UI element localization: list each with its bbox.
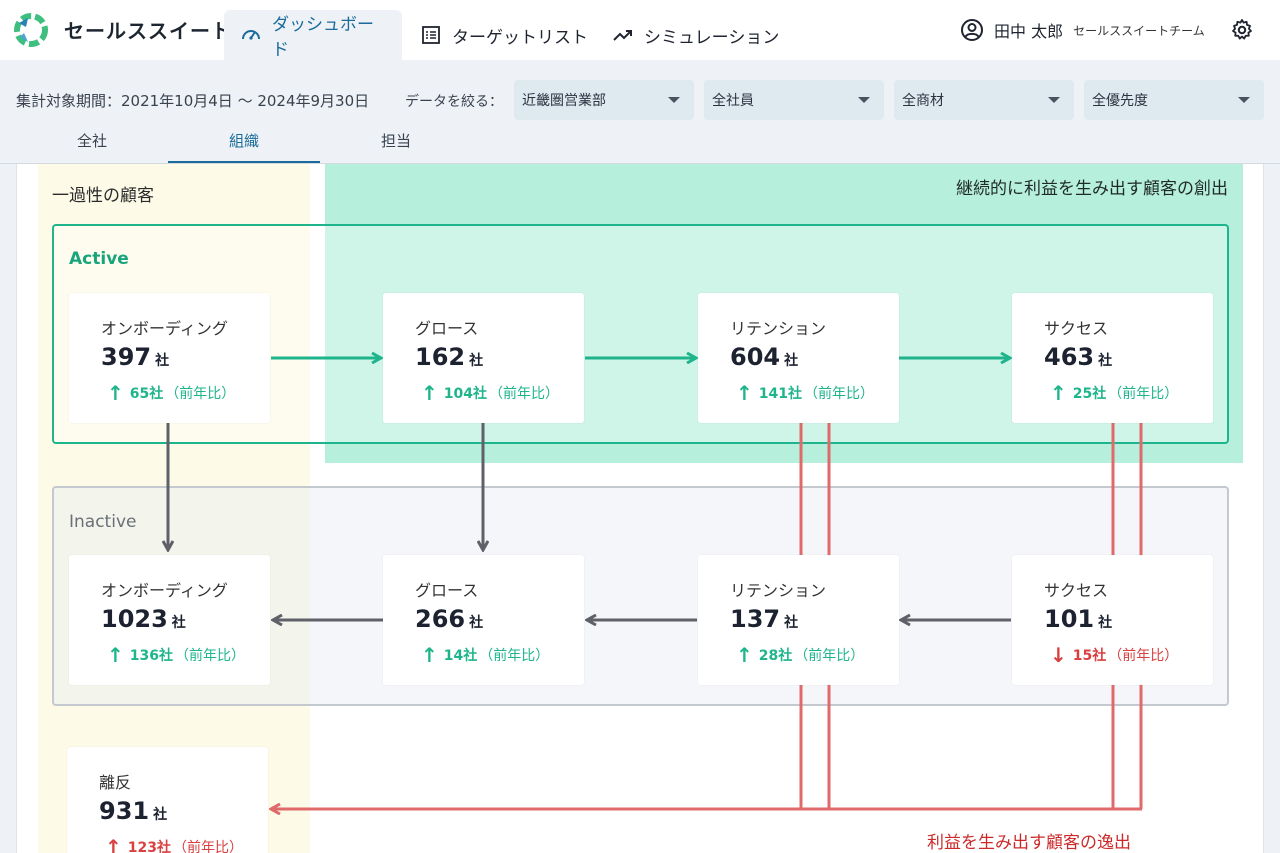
zone-onetime (38, 164, 310, 853)
card-delta: ↑25社（前年比） (1050, 381, 1179, 405)
sub-tab-assignee[interactable]: 担当 (380, 132, 411, 150)
card-title: オンボーディング (101, 581, 228, 600)
customer-flow-panel: 一過性の顧客 継続的に利益を生み出す顧客の創出 Active Inactive (16, 164, 1264, 853)
brand-logo-icon[interactable] (14, 13, 48, 47)
nav-tab-label: ターゲットリスト (452, 27, 588, 48)
caret-down-icon (1048, 97, 1060, 103)
arrow-down-icon: ↓ (1050, 643, 1067, 667)
arrow-up-icon: ↑ (421, 643, 438, 667)
gear-icon[interactable] (1230, 18, 1254, 42)
priority-select[interactable]: 全優先度 (1084, 80, 1264, 120)
user-menu[interactable]: 田中 太郎 セールススイートチーム (960, 18, 1205, 42)
arrow-up-icon: ↑ (736, 381, 753, 405)
group-inactive-label: Inactive (69, 512, 137, 532)
group-active-label: Active (69, 249, 129, 269)
department-select[interactable]: 近畿圏営業部 (514, 80, 694, 120)
caret-down-icon (858, 97, 870, 103)
arrow-up-icon: ↑ (107, 381, 124, 405)
card-delta: ↑14社（前年比） (421, 643, 550, 667)
card-title: グロース (415, 319, 479, 338)
card-delta: ↑65社（前年比） (107, 381, 236, 405)
zone-onetime-label: 一過性の顧客 (52, 186, 154, 206)
brand-name: セールススイート (64, 19, 232, 43)
arrow-up-icon: ↑ (107, 643, 124, 667)
list-icon (420, 24, 442, 46)
period-text: 集計対象期間：2021年10月4日 〜 2024年9月30日 (16, 92, 370, 110)
card-delta: ↑104社（前年比） (421, 381, 559, 405)
nav-tab-dashboard[interactable]: ダッシュボード (224, 10, 402, 60)
nav-tab-label: ダッシュボード (272, 15, 374, 60)
select-value: 全社員 (712, 93, 754, 109)
user-circle-icon (961, 19, 983, 41)
nav-tab-simulation[interactable]: シミュレーション (596, 10, 795, 60)
filter-label: データを絞る： (405, 94, 503, 110)
arrow-up-icon: ↑ (736, 643, 753, 667)
card-delta: ↑141社（前年比） (736, 381, 874, 405)
churn-label: 利益を生み出す顧客の逸出 (927, 833, 1131, 853)
select-value: 近畿圏営業部 (522, 93, 606, 109)
card-title: サクセス (1044, 581, 1109, 600)
card-delta: ↑28社（前年比） (736, 643, 865, 667)
card-delta: ↓15社（前年比） (1050, 643, 1179, 667)
arrow-up-icon: ↑ (1050, 381, 1067, 405)
card-title: リテンション (730, 581, 827, 600)
top-bar: セールススイート ダッシュボード ターゲットリスト シミュレーション 田中 太郎… (0, 0, 1280, 60)
nav-tab-target-list[interactable]: ターゲットリスト (404, 10, 604, 60)
caret-down-icon (668, 97, 680, 103)
select-value: 全優先度 (1092, 93, 1148, 109)
card-title: 離反 (99, 773, 132, 792)
employee-select[interactable]: 全社員 (704, 80, 884, 120)
product-select[interactable]: 全商材 (894, 80, 1074, 120)
select-value: 全商材 (902, 93, 944, 109)
card-title: オンボーディング (101, 319, 228, 338)
nav-tab-label: シミュレーション (644, 27, 780, 48)
arrow-up-icon: ↑ (105, 835, 122, 853)
card-title: サクセス (1044, 319, 1109, 338)
gauge-icon (240, 24, 262, 46)
user-team: セールススイートチーム (1073, 23, 1205, 38)
user-name: 田中 太郎 (994, 22, 1064, 41)
divider (0, 163, 1280, 164)
card-title: グロース (415, 581, 479, 600)
arrow-up-icon: ↑ (421, 381, 438, 405)
sub-tab-company[interactable]: 全社 (76, 132, 107, 150)
flow-arrows (17, 164, 1143, 853)
card-delta: ↑136社（前年比） (107, 643, 245, 667)
zone-continuous-label: 継続的に利益を生み出す顧客の創出 (956, 179, 1228, 199)
caret-down-icon (1238, 97, 1250, 103)
trend-up-icon (612, 24, 634, 46)
sub-tab-organization[interactable]: 組織 (168, 126, 320, 164)
card-title: リテンション (730, 319, 827, 338)
card-delta: ↑123社（前年比） (105, 835, 243, 853)
